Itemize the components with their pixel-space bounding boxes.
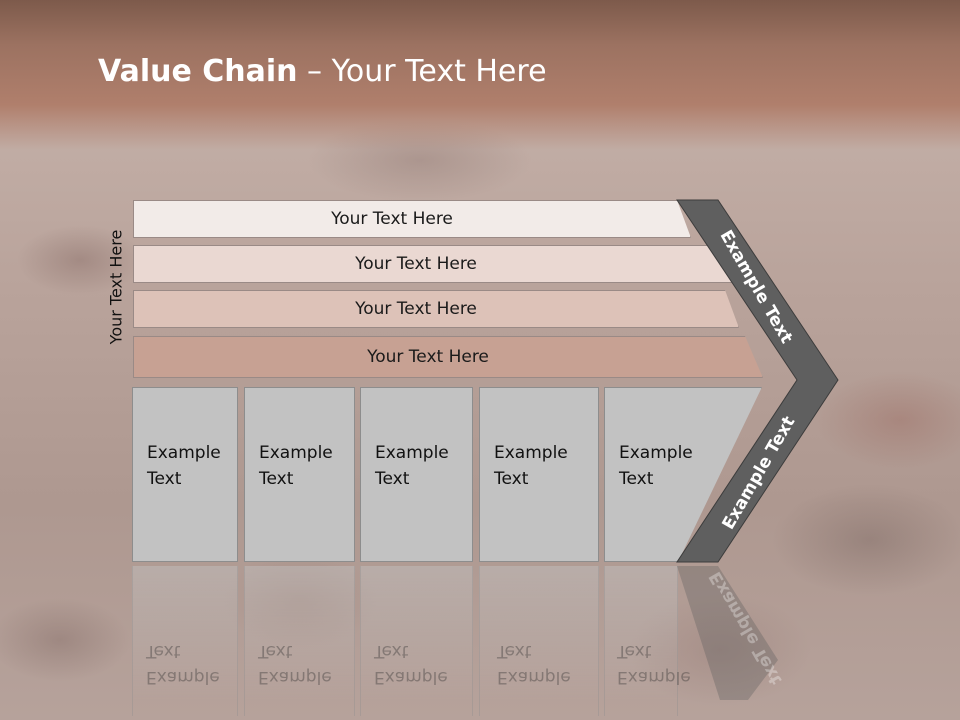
primary-activity-box-2: Example Text [244, 387, 355, 562]
box-line-2: Text [494, 469, 529, 489]
box-line-2: Text [375, 469, 410, 489]
support-row-label: Your Text Here [355, 299, 477, 319]
support-row-4: Your Text Here [133, 336, 763, 378]
support-row-1: Your Text Here [133, 200, 691, 238]
chevron-shape [676, 199, 839, 563]
support-row-label: Your Text Here [367, 347, 489, 367]
box-line-1: Example [494, 443, 568, 463]
support-row-label: Your Text Here [331, 209, 453, 229]
title-rest: – Your Text Here [297, 54, 547, 89]
chevron-reflection [677, 566, 778, 700]
box-line-1: Example [619, 443, 693, 463]
primary-activity-box-3: Example Text [360, 387, 473, 562]
support-row-label: Your Text Here [355, 254, 477, 274]
box-line-1: Example [375, 443, 449, 463]
box-line-2: Text [619, 469, 654, 489]
slide-title: Value Chain – Your Text Here [98, 54, 547, 89]
box-line-1: Example [259, 443, 333, 463]
support-row-3: Your Text Here [133, 290, 739, 328]
primary-activity-box-4: Example Text [479, 387, 599, 562]
support-row-2: Your Text Here [133, 245, 739, 283]
title-bold: Value Chain [98, 54, 298, 89]
box-line-2: Text [259, 469, 294, 489]
header-band [0, 0, 960, 150]
box-line-2: Text [147, 469, 182, 489]
box-line-1: Example [147, 443, 221, 463]
primary-activity-box-1: Example Text [132, 387, 238, 562]
